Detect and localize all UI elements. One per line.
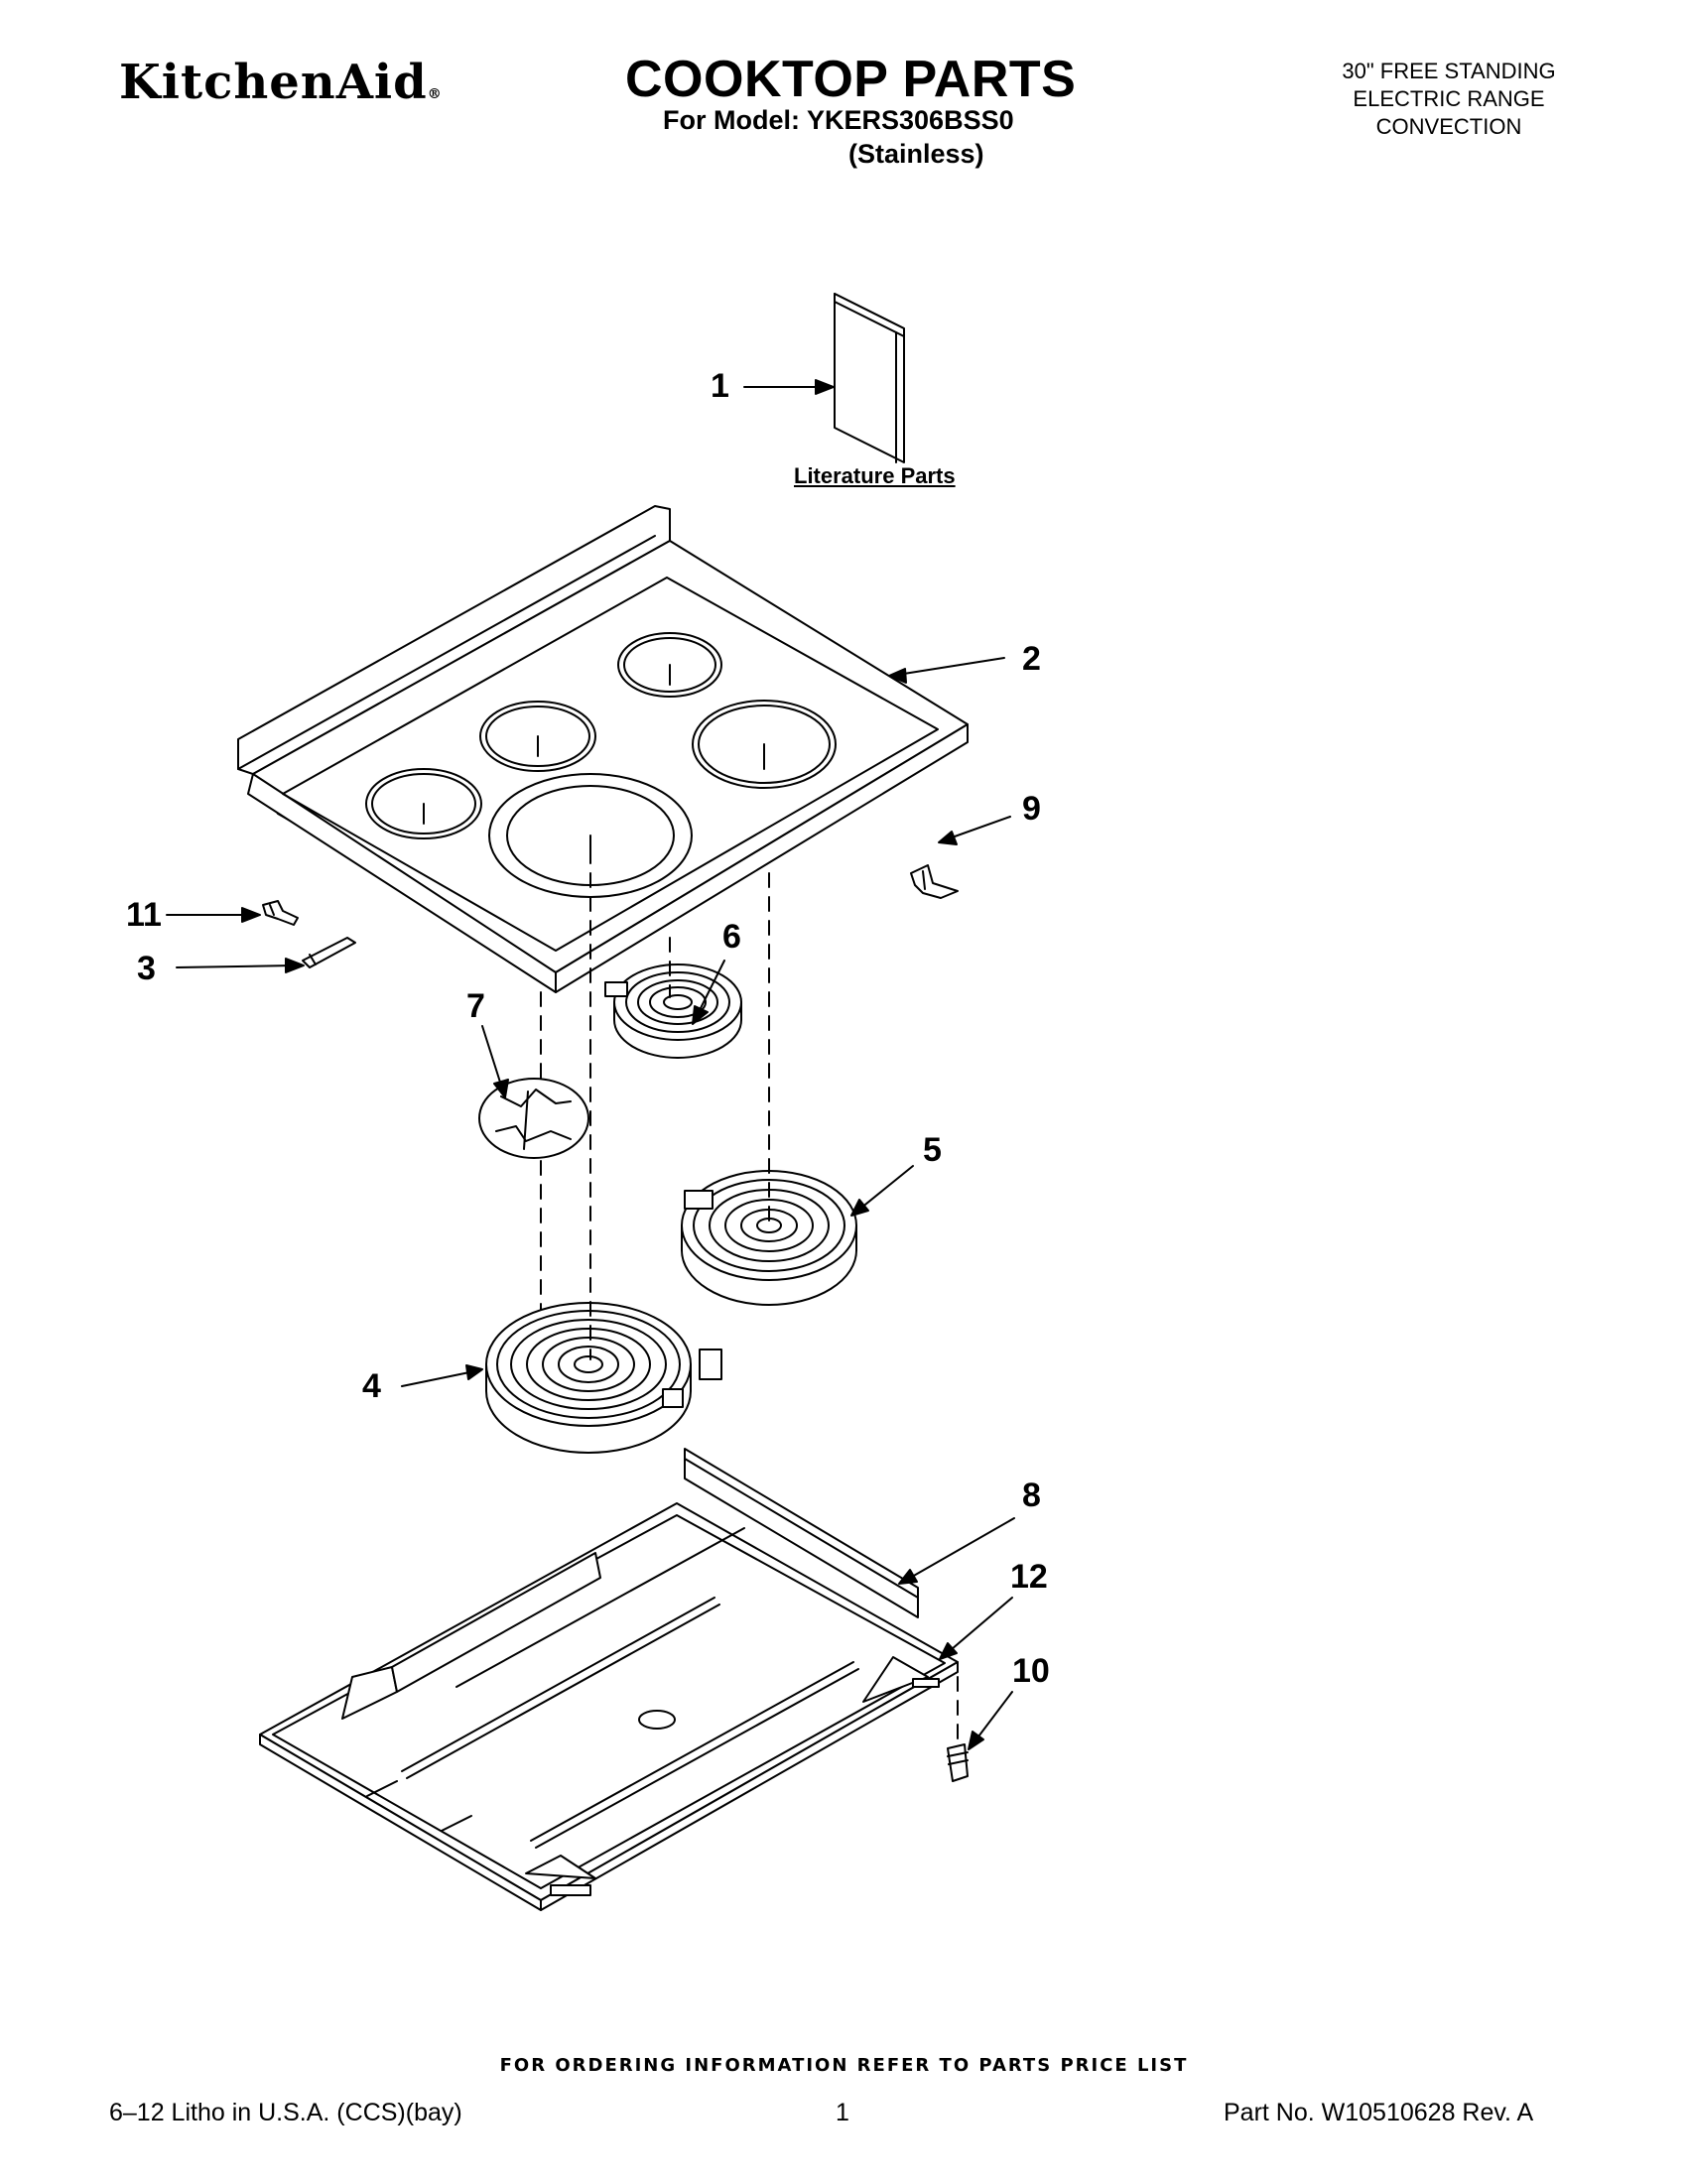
- screw-10: [947, 1743, 969, 1782]
- callout-1: 1: [711, 367, 729, 405]
- cooktop-main-top: [237, 505, 969, 993]
- model-line: For Model: YKERS306BSS0: [663, 105, 1014, 135]
- description-line-3: CONVECTION: [1375, 114, 1522, 139]
- description-line-2: ELECTRIC RANGE: [1353, 86, 1545, 111]
- rear-panel-8: [684, 1448, 919, 1618]
- bracket-3: [302, 937, 356, 968]
- screw-11: [262, 900, 299, 926]
- callout-8: 8: [1022, 1477, 1041, 1514]
- ordering-note: FOR ORDERING INFORMATION REFER TO PARTS …: [499, 2055, 1189, 2076]
- callout-11: 11: [126, 896, 162, 934]
- literature-parts-label: Literature Parts: [794, 463, 956, 488]
- callout-4: 4: [362, 1367, 381, 1405]
- page-number: 1: [836, 2099, 849, 2126]
- alignment-lines: [540, 872, 959, 1747]
- burner-box-base: [259, 1502, 959, 1911]
- surface-element-6: [604, 964, 742, 1059]
- brand-logo: KitchenAid®: [119, 55, 443, 110]
- callout-7: 7: [466, 987, 485, 1025]
- litho-info: 6–12 Litho in U.S.A. (CCS)(bay): [109, 2099, 462, 2126]
- callout-6: 6: [722, 918, 741, 956]
- description-line-1: 30" FREE STANDING: [1342, 59, 1556, 83]
- page-title: COOKTOP PARTS: [625, 51, 1077, 108]
- callout-9: 9: [1022, 790, 1041, 828]
- surface-element-5: [681, 1170, 857, 1306]
- leader-lines: [166, 379, 1015, 1750]
- callout-3: 3: [137, 950, 156, 987]
- model-variant: (Stainless): [848, 139, 984, 169]
- callout-5: 5: [923, 1131, 942, 1169]
- literature-booklet: [834, 293, 905, 463]
- callout-2: 2: [1022, 640, 1041, 678]
- surface-element-4: [485, 1302, 722, 1454]
- callout-10: 10: [1012, 1652, 1050, 1690]
- callout-12: 12: [1010, 1558, 1048, 1596]
- part-number: Part No. W10510628 Rev. A: [1224, 2099, 1534, 2126]
- registered-mark: ®: [427, 86, 443, 102]
- product-description: 30" FREE STANDING ELECTRIC RANGE CONVECT…: [1280, 58, 1618, 141]
- cover-plate-7: [478, 1078, 589, 1159]
- clip-bracket-9: [910, 864, 959, 899]
